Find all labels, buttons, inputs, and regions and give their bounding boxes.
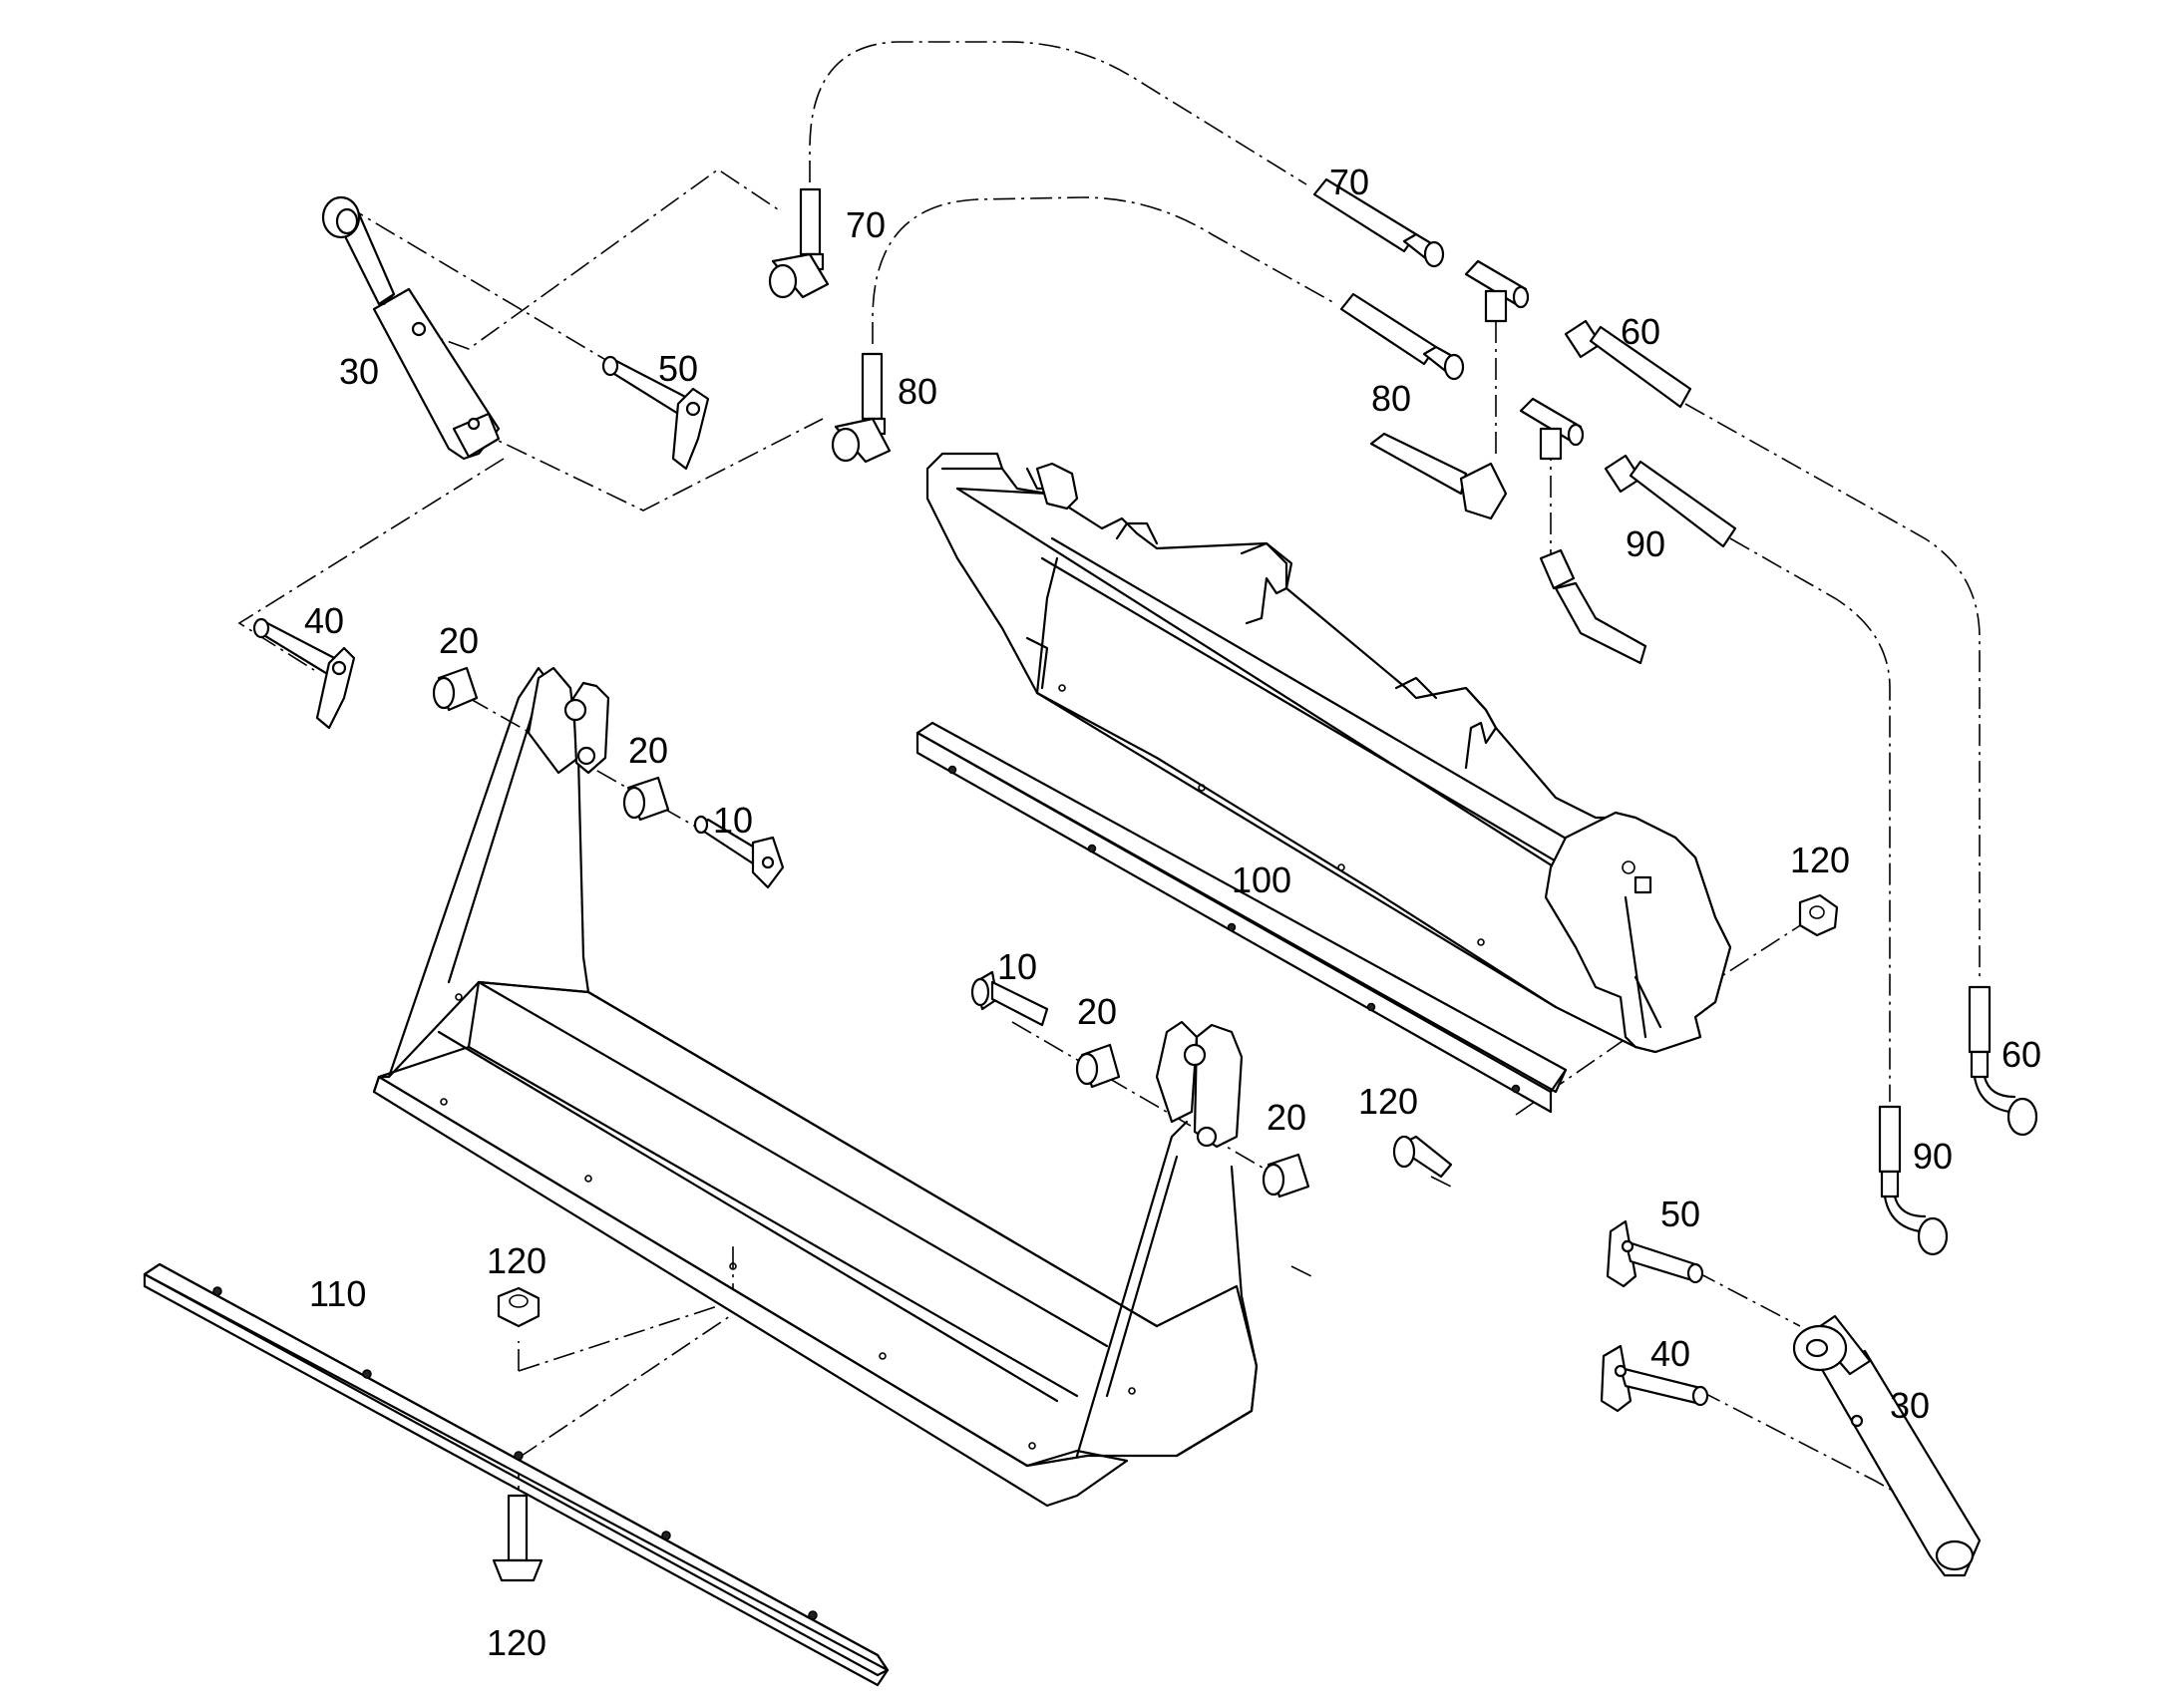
pin-10-upper [693, 815, 785, 889]
label-20: 20 [628, 730, 668, 771]
bushing-20-d [1262, 1153, 1310, 1198]
nut-120-left [497, 1286, 541, 1328]
label-20: 20 [1077, 991, 1117, 1032]
pin-50-left [601, 355, 710, 471]
cylinder-30-left [321, 195, 501, 461]
label-100: 100 [1232, 859, 1291, 900]
label-60: 60 [1621, 311, 1660, 352]
label-20: 20 [439, 620, 479, 661]
tee-upper [1464, 259, 1530, 323]
hose-90-lower [1878, 1105, 1949, 1256]
label-120: 120 [1358, 1081, 1418, 1122]
bolt-120-bottom [492, 1494, 544, 1582]
label-40: 40 [1650, 1333, 1690, 1374]
hose-middle-a [1369, 432, 1508, 520]
hose-70-right [1312, 177, 1445, 268]
lower-bucket [372, 666, 1259, 1508]
part-labels: 10 10 20 20 20 20 30 30 40 40 50 50 60 6… [304, 162, 2041, 1663]
hose-80-left [831, 352, 892, 464]
label-70: 70 [846, 204, 886, 245]
pin-50-right [1606, 1219, 1704, 1288]
label-90: 90 [1913, 1136, 1953, 1177]
label-30: 30 [1890, 1385, 1930, 1426]
label-10: 10 [997, 946, 1037, 987]
pin-40-right [1600, 1344, 1709, 1413]
label-50: 50 [658, 348, 698, 389]
tee-lower [1519, 397, 1585, 461]
bolt-120-right [1392, 1135, 1453, 1179]
label-30: 30 [339, 351, 379, 392]
cutting-edge-100 [915, 721, 1568, 1114]
upper-bucket [925, 452, 1732, 1054]
label-110: 110 [309, 1273, 366, 1314]
label-80: 80 [898, 371, 937, 412]
pin-10-lower [970, 970, 1049, 1027]
label-60: 60 [2001, 1034, 2041, 1075]
label-70: 70 [1329, 162, 1369, 202]
hose-80-right [1339, 292, 1465, 381]
bushing-20-a [432, 666, 479, 712]
label-120: 120 [1790, 840, 1850, 880]
cylinder-30-right [1792, 1314, 1982, 1577]
label-80: 80 [1371, 378, 1411, 419]
hose-60-lower [1968, 985, 2038, 1137]
hose-60-upper [1564, 319, 1692, 409]
label-50: 50 [1660, 1194, 1700, 1234]
bushing-20-b [622, 776, 670, 822]
hose-90-upper [1604, 454, 1737, 548]
hose-70-left [768, 187, 830, 299]
label-120: 120 [487, 1240, 546, 1281]
pin-40-left [252, 617, 356, 730]
bushing-20-c [1075, 1043, 1121, 1089]
hose-middle-b [1539, 548, 1647, 665]
label-20: 20 [1267, 1097, 1306, 1138]
label-40: 40 [304, 600, 344, 641]
nut-120-right [1798, 893, 1839, 937]
cutting-edge-110 [143, 1262, 890, 1687]
label-10: 10 [713, 800, 753, 841]
label-120: 120 [487, 1622, 546, 1663]
label-90: 90 [1626, 523, 1665, 564]
